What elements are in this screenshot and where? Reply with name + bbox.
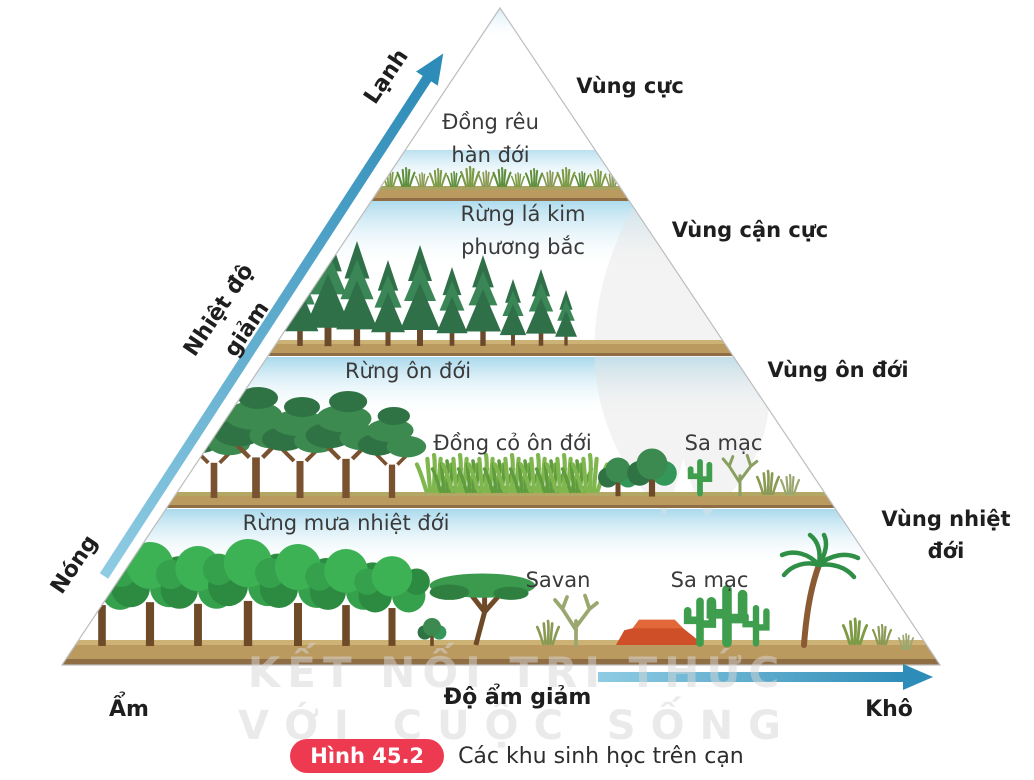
sky-band-apex: [62, 8, 940, 44]
zone-label-temperate: Vùng ôn đới: [767, 358, 909, 382]
biome-label-temperate-grassland: Đồng cỏ ôn đới: [433, 431, 592, 455]
biome-label-temperate-desert: Sa mạc: [684, 431, 763, 455]
zone-label-subpolar: Vùng cận cực: [671, 218, 829, 242]
biome-label-boreal-forest: Rừng lá kim phương bắc: [460, 202, 586, 259]
temperate-ground: [62, 492, 940, 508]
zone-label-polar: Vùng cực: [576, 74, 684, 98]
tundra-ground: [62, 186, 940, 201]
biome-label-savanna: Savan: [525, 568, 591, 592]
figure-caption: Hình 45.2 Các khu sinh học trên cạn: [0, 739, 1034, 773]
tropical-ground: [62, 640, 940, 665]
humidity-axis-label: Độ ẩm giảm: [443, 685, 592, 710]
zone-label-tropical: Vùng nhiệt đới: [881, 507, 1011, 563]
temperate-grassland-grass: [417, 455, 607, 491]
biome-label-temperate-forest: Rừng ôn đới: [344, 359, 472, 383]
pyramid-outline: [60, 6, 942, 666]
axis-dry-label: Khô: [865, 697, 913, 722]
figure-caption-text: Các khu sinh học trên cạn: [458, 743, 744, 769]
biome-label-tropical-desert: Sa mạc: [670, 568, 749, 592]
temperature-axis-arrow: [99, 53, 444, 579]
figure-number-badge: Hình 45.2: [290, 739, 445, 773]
axis-humid-label: Ẩm: [109, 697, 149, 722]
biome-label-tropical-rainforest: Rừng mưa nhiệt đới: [242, 511, 450, 535]
biome-label-tundra: Đồng rêu hàn đới: [442, 110, 539, 167]
taiga-ground: [62, 340, 940, 356]
